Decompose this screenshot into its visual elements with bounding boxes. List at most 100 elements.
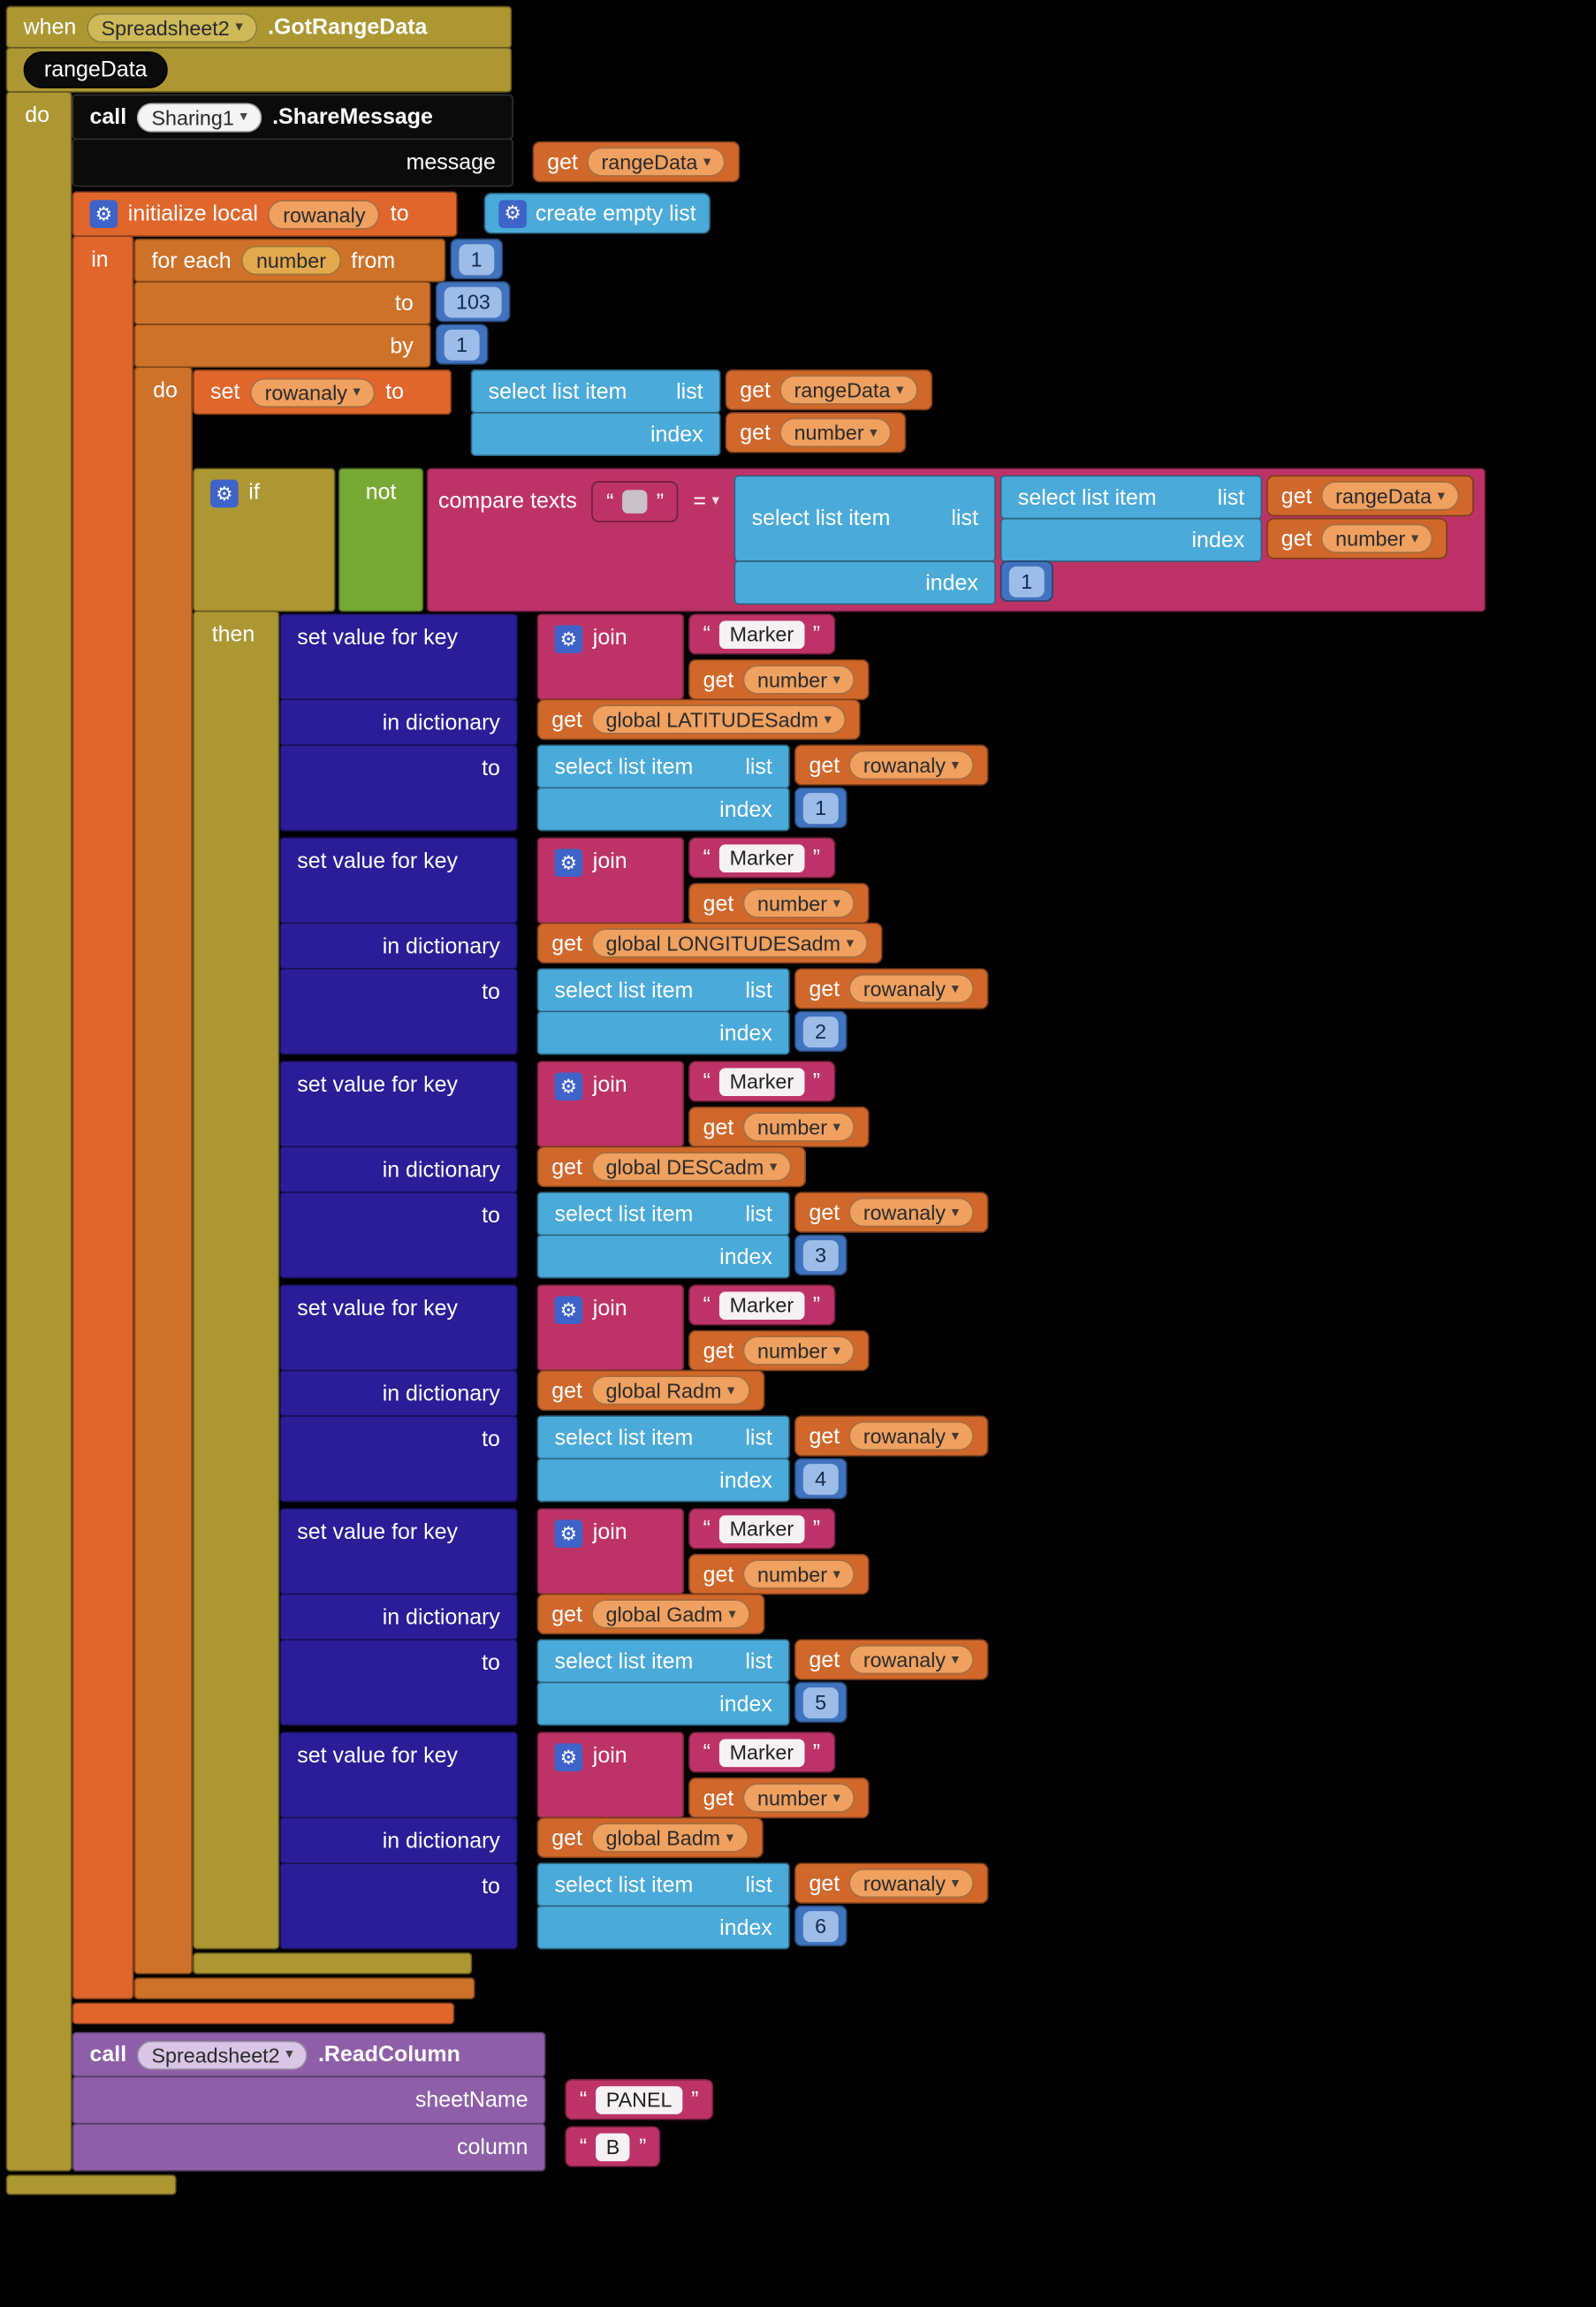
get-rangedata-block[interactable]: get rangeData ▾ <box>532 141 741 183</box>
get-var-dropdown[interactable]: rowanaly ▾ <box>848 1197 974 1228</box>
join-block[interactable]: ⚙ join “ Marker ” get number <box>536 613 870 701</box>
get-var-dropdown[interactable]: rowanaly ▾ <box>848 1868 974 1899</box>
number-block[interactable]: 1 <box>794 787 847 829</box>
get-number-block[interactable]: get number ▾ <box>725 412 907 453</box>
join-block[interactable]: ⚙ join “ Marker ” get number <box>536 1508 870 1595</box>
when-header[interactable]: when Spreadsheet2 ▾ .GotRangeData <box>5 5 513 49</box>
get-number-block[interactable]: get number ▾ <box>688 659 870 701</box>
get-var-dropdown[interactable]: rowanaly ▾ <box>848 973 974 1004</box>
call-readcolumn-block[interactable]: call Spreadsheet2 ▾ .ReadColumn sheetNam… <box>72 2031 714 2172</box>
get-global-dict-block[interactable]: get global LATITUDESadm ▾ <box>536 698 862 741</box>
mutator-gear-icon[interactable]: ⚙ <box>89 200 118 228</box>
get-number-block[interactable]: get number ▾ <box>688 1329 870 1372</box>
initialize-local-block[interactable]: ⚙ initialize local rowanaly to ⚙ create … <box>72 191 1486 2025</box>
get-number-block[interactable]: get number ▾ <box>1266 517 1448 560</box>
marker-string-block[interactable]: “ Marker ” <box>688 1061 835 1102</box>
mutator-gear-icon[interactable]: ⚙ <box>554 1743 583 1772</box>
text-field[interactable]: PANEL <box>596 2085 683 2114</box>
event-param-pill[interactable]: rangeData <box>23 51 168 88</box>
get-global-dict-block[interactable]: get global LONGITUDESadm ▾ <box>536 922 884 964</box>
number-field[interactable]: 1 <box>444 329 480 360</box>
number-block[interactable]: 1 <box>435 324 489 365</box>
marker-string-block[interactable]: “ Marker ” <box>688 837 835 879</box>
get-rowanaly-block[interactable]: get rowanaly ▾ <box>794 1862 989 1904</box>
get-global-dropdown[interactable]: global Badm ▾ <box>590 1823 749 1853</box>
number-field[interactable]: 6 <box>802 1910 839 1942</box>
get-global-dict-block[interactable]: get global Radm ▾ <box>536 1369 764 1412</box>
sheetname-string-block[interactable]: “ PANEL ” <box>565 2078 714 2120</box>
local-var-name-field[interactable]: rowanaly <box>268 199 381 229</box>
get-rangedata-block[interactable]: get rangeData ▾ <box>725 369 933 411</box>
get-var-dropdown[interactable]: rowanaly ▾ <box>848 1644 974 1675</box>
get-rangedata-block[interactable]: get rangeData ▾ <box>1266 475 1475 517</box>
text-field[interactable]: Marker <box>718 1291 804 1320</box>
mutator-gear-icon[interactable]: ⚙ <box>554 625 583 654</box>
text-field[interactable]: Marker <box>718 1514 804 1543</box>
get-var-dropdown[interactable]: number ▾ <box>742 1559 855 1589</box>
get-global-dropdown[interactable]: global LATITUDESadm ▾ <box>590 704 847 735</box>
get-var-dropdown[interactable]: number ▾ <box>742 1336 855 1366</box>
set-value-for-key-block[interactable]: set value for key ⚙ join “ Marker ” <box>279 1732 989 1950</box>
compare-op-dropdown[interactable]: = ▾ <box>693 488 719 514</box>
select-list-item-block[interactable]: select list item list get rowanaly ▾ <box>536 1862 989 1950</box>
number-field[interactable]: 1 <box>459 243 494 275</box>
number-field[interactable]: 2 <box>802 1016 839 1047</box>
set-value-for-key-block[interactable]: set value for key ⚙ join “ Marker ” <box>279 1284 989 1503</box>
get-var-dropdown[interactable]: rangeData ▾ <box>586 147 726 177</box>
get-var-dropdown[interactable]: number ▾ <box>742 888 855 918</box>
for-each-number-block[interactable]: for each number from 1 <box>133 238 1486 2000</box>
set-value-for-key-block[interactable]: set value for key ⚙ join “ Marker ” <box>279 1508 989 1726</box>
number-block[interactable]: 1 <box>450 238 503 280</box>
set-rowanaly-block[interactable]: set rowanaly ▾ to <box>193 369 933 456</box>
select-list-item-block[interactable]: select list item list get rowanaly ▾ <box>536 1639 989 1726</box>
marker-string-block[interactable]: “ Marker ” <box>688 613 835 655</box>
get-var-dropdown[interactable]: rangeData ▾ <box>779 375 919 405</box>
text-field[interactable] <box>622 490 648 514</box>
get-global-dropdown[interactable]: global LONGITUDESadm ▾ <box>590 928 869 958</box>
get-global-dict-block[interactable]: get global DESCadm ▾ <box>536 1146 807 1188</box>
inner-select-list-item-block[interactable]: select list item list <box>999 475 1475 562</box>
select-list-item-block[interactable]: select list item list get <box>470 369 933 456</box>
get-rowanaly-block[interactable]: get rowanaly ▾ <box>794 968 989 1009</box>
if-block[interactable]: ⚙ if not compare texts <box>193 468 1486 1975</box>
mutator-gear-icon[interactable]: ⚙ <box>554 849 583 878</box>
text-field[interactable]: Marker <box>718 620 804 649</box>
text-field[interactable]: Marker <box>718 1067 804 1096</box>
get-global-dropdown[interactable]: global Radm ▾ <box>590 1375 750 1405</box>
get-var-dropdown[interactable]: rowanaly ▾ <box>848 1420 974 1451</box>
mutator-gear-icon[interactable]: ⚙ <box>554 1072 583 1101</box>
number-block[interactable]: 3 <box>794 1234 847 1276</box>
join-block[interactable]: ⚙ join “ Marker ” get number <box>536 1284 870 1372</box>
compare-texts-block[interactable]: compare texts “ ” <box>426 468 1486 613</box>
mutator-gear-icon[interactable]: ⚙ <box>210 479 239 508</box>
join-block[interactable]: ⚙ join “ Marker ” get number <box>536 1061 870 1148</box>
select-list-item-block[interactable]: select list item list get rowanaly ▾ <box>536 968 989 1055</box>
join-block[interactable]: ⚙ join “ Marker ” get number <box>536 1732 870 1819</box>
get-var-dropdown[interactable]: number ▾ <box>742 665 855 695</box>
column-string-block[interactable]: “ B ” <box>565 2126 661 2167</box>
number-block[interactable]: 6 <box>794 1905 847 1947</box>
mutator-gear-icon[interactable]: ⚙ <box>554 1296 583 1325</box>
get-rowanaly-block[interactable]: get rowanaly ▾ <box>794 744 989 786</box>
when-gotrangedata-block[interactable]: when Spreadsheet2 ▾ .GotRangeData rangeD… <box>5 5 1486 2196</box>
number-block[interactable]: 1 <box>999 560 1053 602</box>
get-global-dropdown[interactable]: global DESCadm ▾ <box>590 1152 792 1182</box>
select-list-item-block[interactable]: select list item list get rowanaly ▾ <box>536 1192 989 1279</box>
mutator-gear-icon[interactable]: ⚙ <box>498 199 527 228</box>
loop-var-name-field[interactable]: number <box>241 245 341 276</box>
number-block[interactable]: 4 <box>794 1458 847 1500</box>
number-block[interactable]: 2 <box>794 1010 847 1053</box>
get-var-dropdown[interactable]: number ▾ <box>1320 523 1433 553</box>
select-list-item-block[interactable]: select list item list get rowanaly ▾ <box>536 744 989 832</box>
join-block[interactable]: ⚙ join “ Marker ” get number <box>536 837 870 925</box>
get-number-block[interactable]: get number ▾ <box>688 882 870 925</box>
empty-string-block[interactable]: “ ” <box>591 481 679 522</box>
get-number-block[interactable]: get number ▾ <box>688 1777 870 1819</box>
select-list-item-block[interactable]: select list item list get rowanaly ▾ <box>536 1415 989 1503</box>
sharing-component-dropdown[interactable]: Sharing1 ▾ <box>136 102 262 132</box>
text-field[interactable]: Marker <box>718 843 804 872</box>
get-rowanaly-block[interactable]: get rowanaly ▾ <box>794 1415 989 1457</box>
mutator-gear-icon[interactable]: ⚙ <box>554 1519 583 1549</box>
create-empty-list-block[interactable]: ⚙ create empty list <box>483 193 711 234</box>
set-value-for-key-block[interactable]: set value for key ⚙ join “ Marker ” <box>279 837 989 1055</box>
